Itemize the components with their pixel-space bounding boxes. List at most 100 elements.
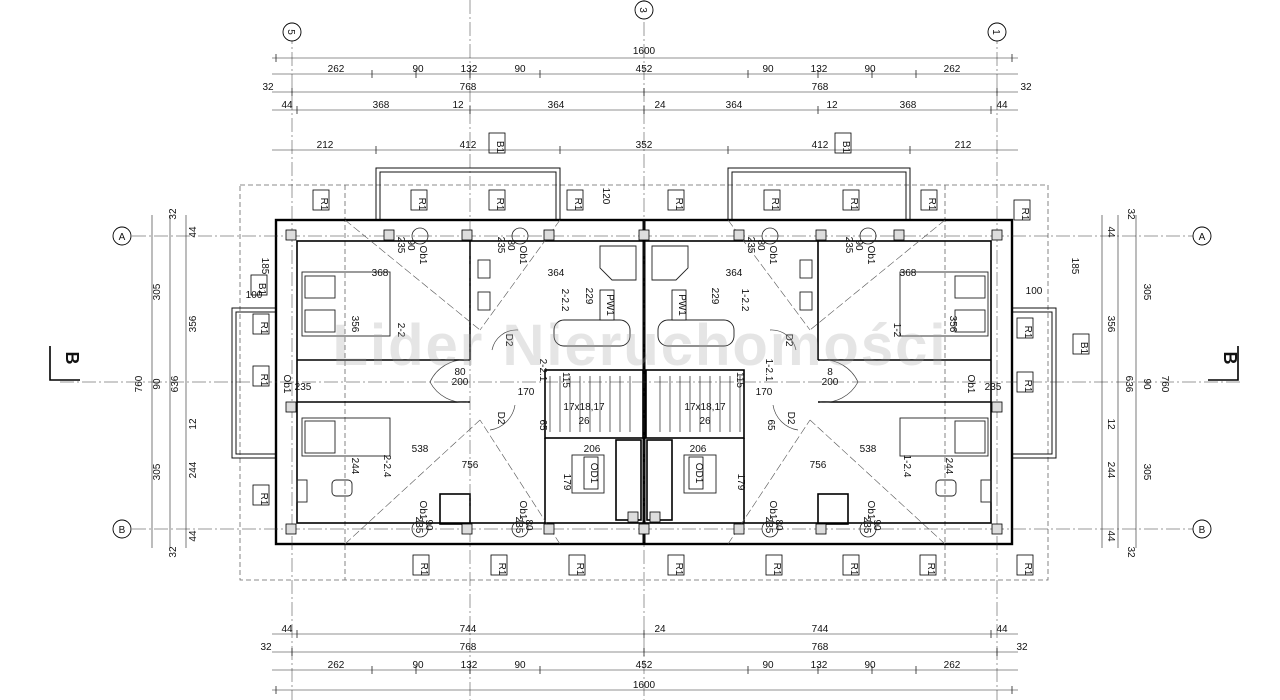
door-swings bbox=[429, 329, 859, 431]
door-d2-left: D2 bbox=[495, 412, 506, 425]
door-d2-right: D2 bbox=[785, 412, 796, 425]
tag-r1: R1 bbox=[848, 563, 859, 576]
tag-r1: R1 bbox=[673, 563, 684, 576]
dim-left-0: 32 bbox=[168, 208, 179, 220]
dim-bot-row1-1: 744 bbox=[460, 624, 477, 635]
pw1-left: PW1 bbox=[604, 294, 615, 316]
section-mark-right: B bbox=[1220, 352, 1240, 365]
tag-r1: R1 bbox=[1022, 326, 1033, 339]
tag-r1: R1 bbox=[258, 374, 269, 387]
dim-356-left: 356 bbox=[349, 316, 360, 333]
window-235: 235 bbox=[763, 517, 774, 534]
dim-right-8: 44 bbox=[1105, 530, 1116, 542]
window-80: 80 bbox=[773, 519, 784, 531]
dim-bot-row3-4: 452 bbox=[636, 660, 653, 671]
dim-top-row2-0: 262 bbox=[328, 64, 345, 75]
room-label-1-2-4: 1-2.4 bbox=[901, 455, 912, 478]
dim-538-left: 538 bbox=[412, 444, 429, 455]
dim-right-4: 90 bbox=[1141, 378, 1152, 390]
tag-b1: B1 bbox=[494, 141, 505, 154]
tag-boxes bbox=[250, 132, 1090, 576]
room-label-1-2-2: 1-2.2 bbox=[739, 289, 750, 312]
window-235: 235 bbox=[745, 237, 756, 254]
tag-r1: R1 bbox=[318, 198, 329, 211]
dim-bot-total: 1600 bbox=[633, 680, 656, 691]
dim-bot-row3-7: 90 bbox=[864, 660, 876, 671]
dim-top-row4-1: 368 bbox=[373, 100, 390, 111]
window-235: 235 bbox=[843, 237, 854, 254]
dim-top-row2-3: 90 bbox=[514, 64, 526, 75]
window-80: 80 bbox=[505, 239, 516, 251]
dim-185-left: 185 bbox=[259, 258, 270, 275]
dim-left-4: 90 bbox=[152, 378, 163, 390]
dim-bot-row3-6: 132 bbox=[811, 660, 828, 671]
axis-label-b-left: B bbox=[119, 525, 126, 536]
dim-100-left: 100 bbox=[246, 290, 263, 301]
dim-left-3: 356 bbox=[188, 315, 199, 332]
dim-bot-row2-1: 768 bbox=[460, 642, 477, 653]
column-markers bbox=[285, 229, 1003, 535]
section-markers bbox=[49, 346, 1239, 381]
window-235: 235 bbox=[295, 382, 312, 393]
tag-b1: B1 bbox=[1078, 342, 1089, 355]
window-235: 235 bbox=[985, 382, 1002, 393]
dim-top-row3-2: 768 bbox=[812, 82, 829, 93]
room-label-2-2-1: 2-2.1 bbox=[537, 359, 548, 382]
window-symbols bbox=[411, 227, 877, 538]
tag-r1: R1 bbox=[771, 563, 782, 576]
tag-r1: R1 bbox=[926, 198, 937, 211]
axis-label-1: 1 bbox=[990, 29, 1001, 35]
tag-r1: R1 bbox=[769, 198, 780, 211]
room-label-1-2-1: 1-2.1 bbox=[763, 359, 774, 382]
tag-labels: R1 R1 R1 R1 R1 R1 R1 R1 R1 B1 B1 B1 B1 R… bbox=[256, 141, 1089, 576]
dim-top-row5-4: 212 bbox=[955, 140, 972, 151]
dim-left-2: 305 bbox=[152, 283, 163, 300]
tag-r1: R1 bbox=[1022, 380, 1033, 393]
dim-right-5: 12 bbox=[1105, 418, 1116, 430]
dim-bot-row3-5: 90 bbox=[762, 660, 774, 671]
dim-bot-row3-2: 132 bbox=[461, 660, 478, 671]
dim-756-left: 756 bbox=[462, 460, 479, 471]
dim-left-10: 760 bbox=[134, 375, 145, 392]
dim-top-row2-7: 90 bbox=[864, 64, 876, 75]
dim-538-right: 538 bbox=[860, 444, 877, 455]
window-ob1: Ob1 bbox=[767, 501, 778, 520]
dim-26-right: 26 bbox=[699, 416, 711, 427]
window-90: 90 bbox=[423, 519, 434, 531]
tag-r1: R1 bbox=[1022, 563, 1033, 576]
balconies bbox=[231, 167, 1057, 459]
dim-170-left: 170 bbox=[518, 387, 535, 398]
window-ob1: Ob1 bbox=[767, 246, 778, 265]
dim-185-right: 185 bbox=[1069, 258, 1080, 275]
dim-top-row2-4: 452 bbox=[636, 64, 653, 75]
dim-top-row2-8: 262 bbox=[944, 64, 961, 75]
dim-206-left: 206 bbox=[584, 444, 601, 455]
window-ob1: Ob1 bbox=[965, 375, 976, 394]
tag-r1: R1 bbox=[494, 198, 505, 211]
dim-364-left: 364 bbox=[548, 268, 565, 279]
dim-200-left: 200 bbox=[452, 377, 469, 388]
window-80: 80 bbox=[755, 239, 766, 251]
dim-right-2: 305 bbox=[1141, 284, 1152, 301]
tag-b1: B1 bbox=[840, 141, 851, 154]
dim-368-left: 368 bbox=[372, 268, 389, 279]
dim-left-11: 636 bbox=[170, 375, 181, 392]
dim-top-row5-3: 412 bbox=[812, 140, 829, 151]
dim-top-row2-5: 90 bbox=[762, 64, 774, 75]
axis-lines bbox=[60, 0, 1240, 700]
dim-right-0: 32 bbox=[1125, 208, 1136, 220]
tag-r1: R1 bbox=[258, 322, 269, 335]
dim-120: 120 bbox=[600, 188, 611, 205]
dim-bot-row1-4: 44 bbox=[996, 624, 1008, 635]
room-label-2-2: 2-2 bbox=[395, 323, 406, 338]
dimension-lines bbox=[151, 57, 1137, 691]
furniture bbox=[296, 245, 992, 503]
dim-top-row2-6: 132 bbox=[811, 64, 828, 75]
tag-b1: B1 bbox=[256, 283, 267, 296]
window-235: 235 bbox=[413, 517, 424, 534]
dim-top-row4-6: 12 bbox=[826, 100, 838, 111]
dim-179-right: 179 bbox=[735, 474, 746, 491]
window-ob1: Ob1 bbox=[517, 246, 528, 265]
window-235: 235 bbox=[395, 237, 406, 254]
